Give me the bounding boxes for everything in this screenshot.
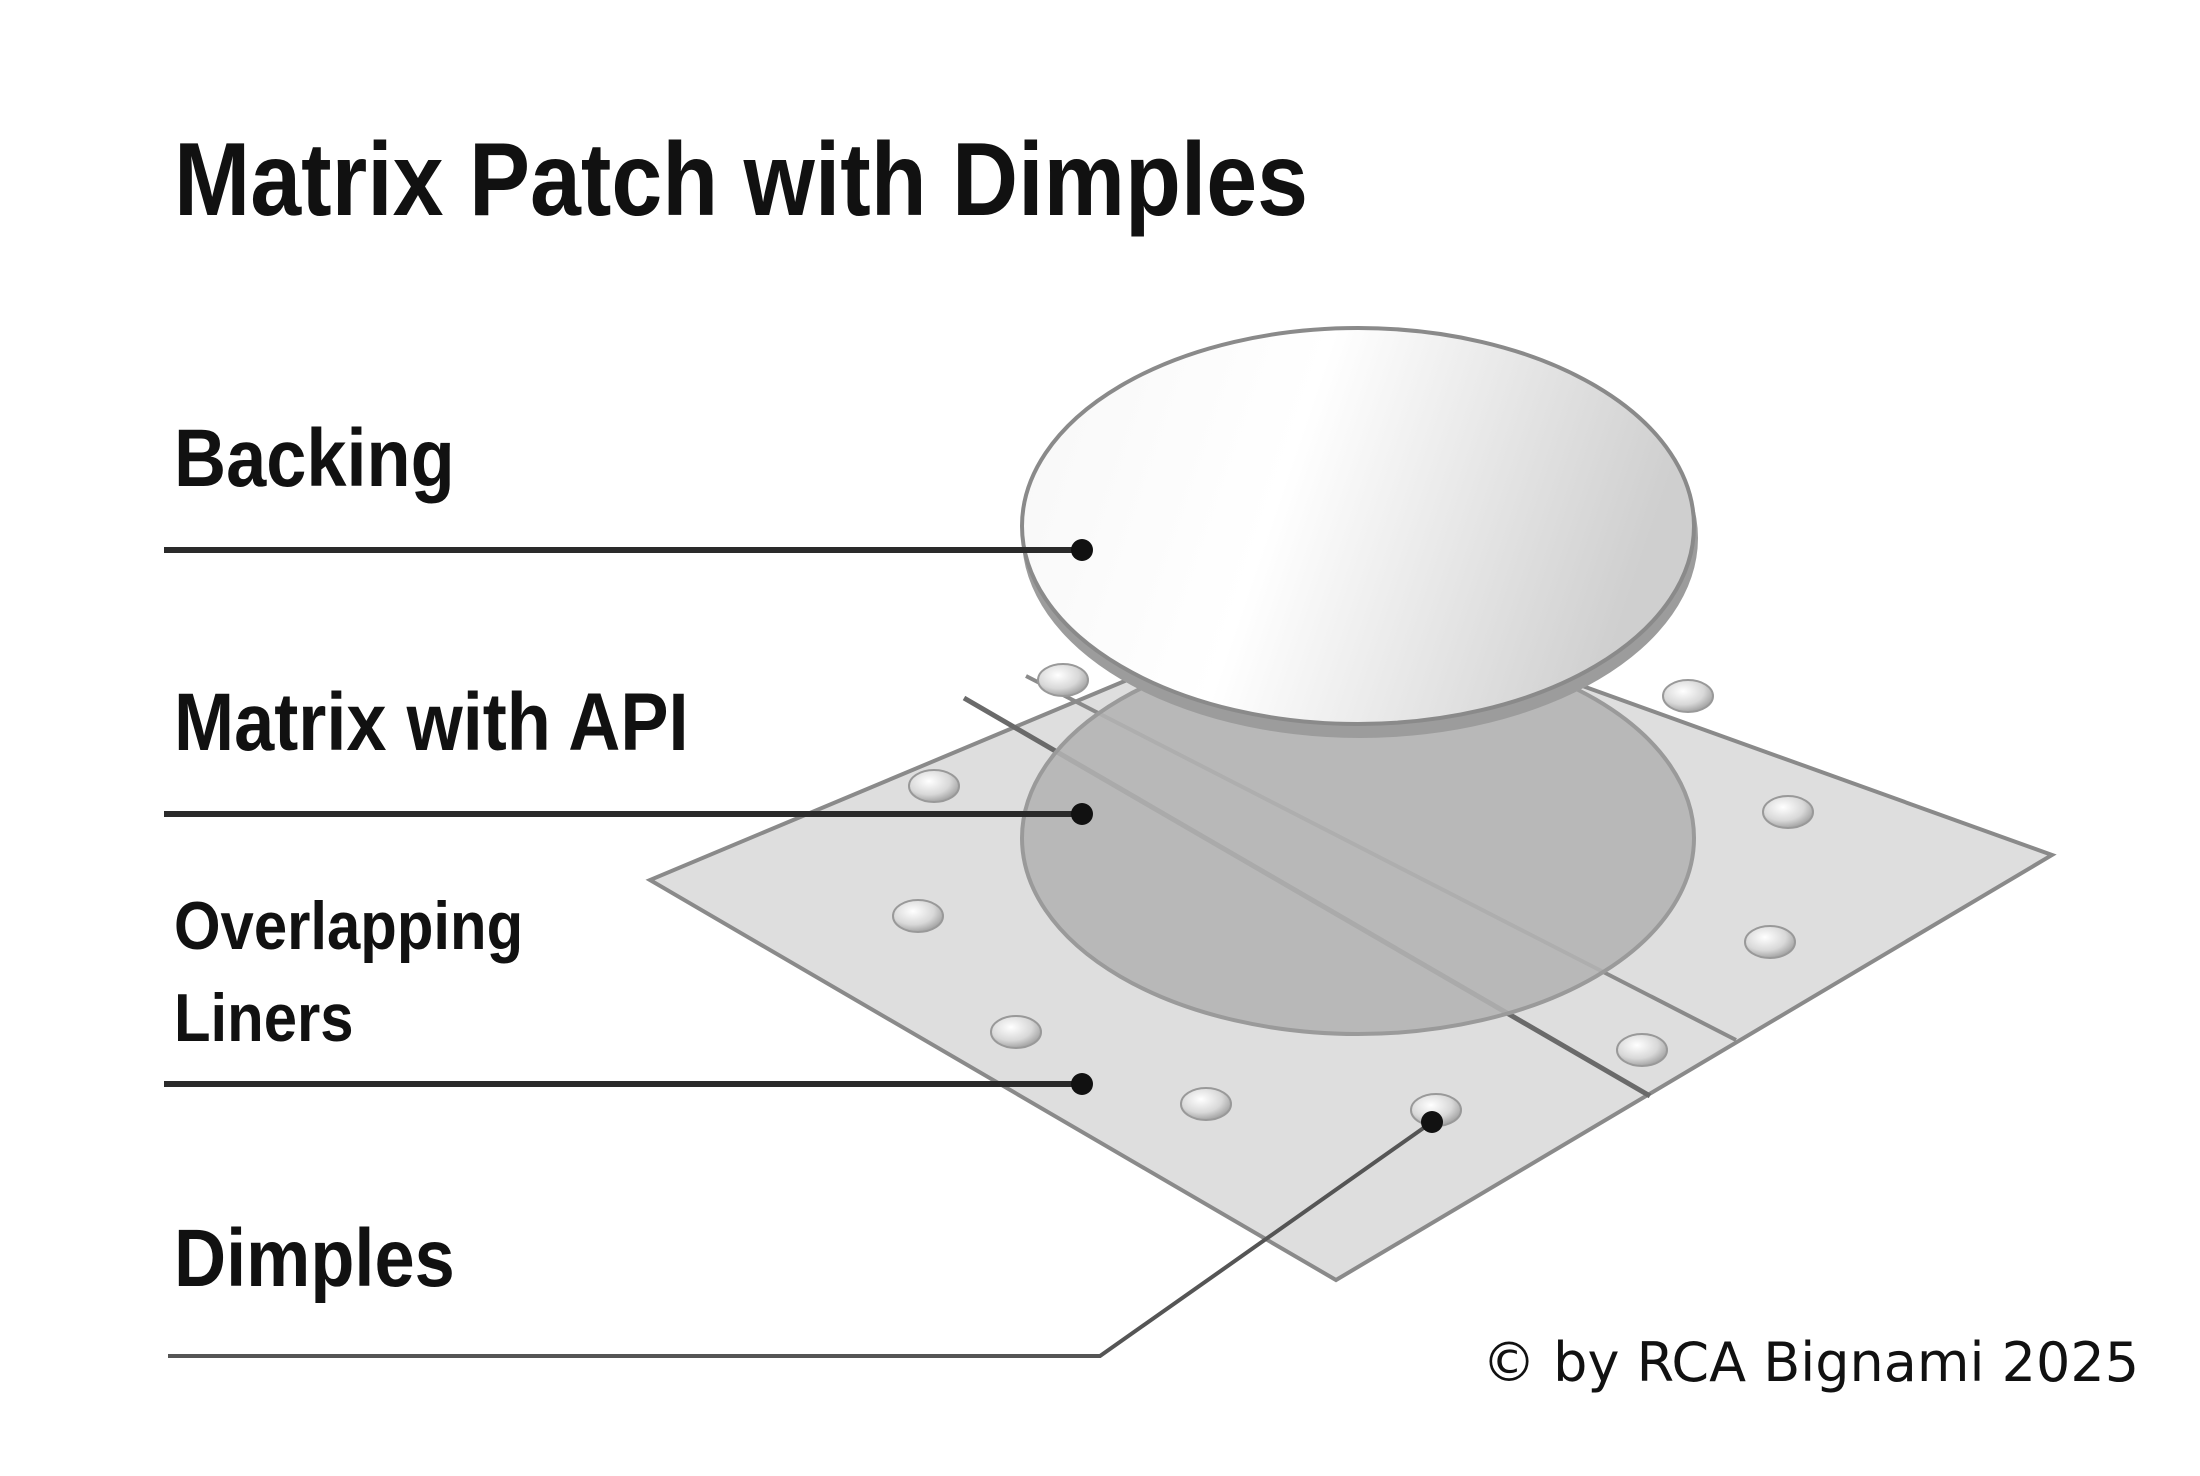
- dimple: [892, 899, 944, 933]
- leader-line-dimples: [168, 1120, 1434, 1358]
- leader-dot-dimples: [1421, 1111, 1443, 1133]
- copyright-notice: © by RCA Bignami 2025: [1482, 1331, 2140, 1394]
- dimple: [1762, 795, 1814, 829]
- dimple: [1037, 663, 1089, 697]
- dimple: [1744, 925, 1796, 959]
- label-backing: Backing: [174, 413, 455, 504]
- dimple: [1180, 1087, 1232, 1121]
- label-dimples: Dimples: [174, 1213, 455, 1304]
- label-overlapping-liners: Overlapping Liners: [174, 888, 524, 1057]
- leader-dot-liners: [1071, 1073, 1093, 1095]
- label-matrix-with-api: Matrix with API: [174, 677, 689, 768]
- dimple: [1616, 1033, 1668, 1067]
- diagram-title: Matrix Patch with Dimples: [174, 122, 1309, 238]
- dimple: [990, 1015, 1042, 1049]
- backing-layer: [1020, 326, 1698, 738]
- leader-lines: [164, 539, 1443, 1358]
- leader-dot-matrix: [1071, 803, 1093, 825]
- leader-dot-backing: [1071, 539, 1093, 561]
- dimple: [908, 769, 960, 803]
- dimple: [1662, 679, 1714, 713]
- dimples-group: [892, 663, 1814, 1127]
- backing-disc: [1020, 326, 1696, 726]
